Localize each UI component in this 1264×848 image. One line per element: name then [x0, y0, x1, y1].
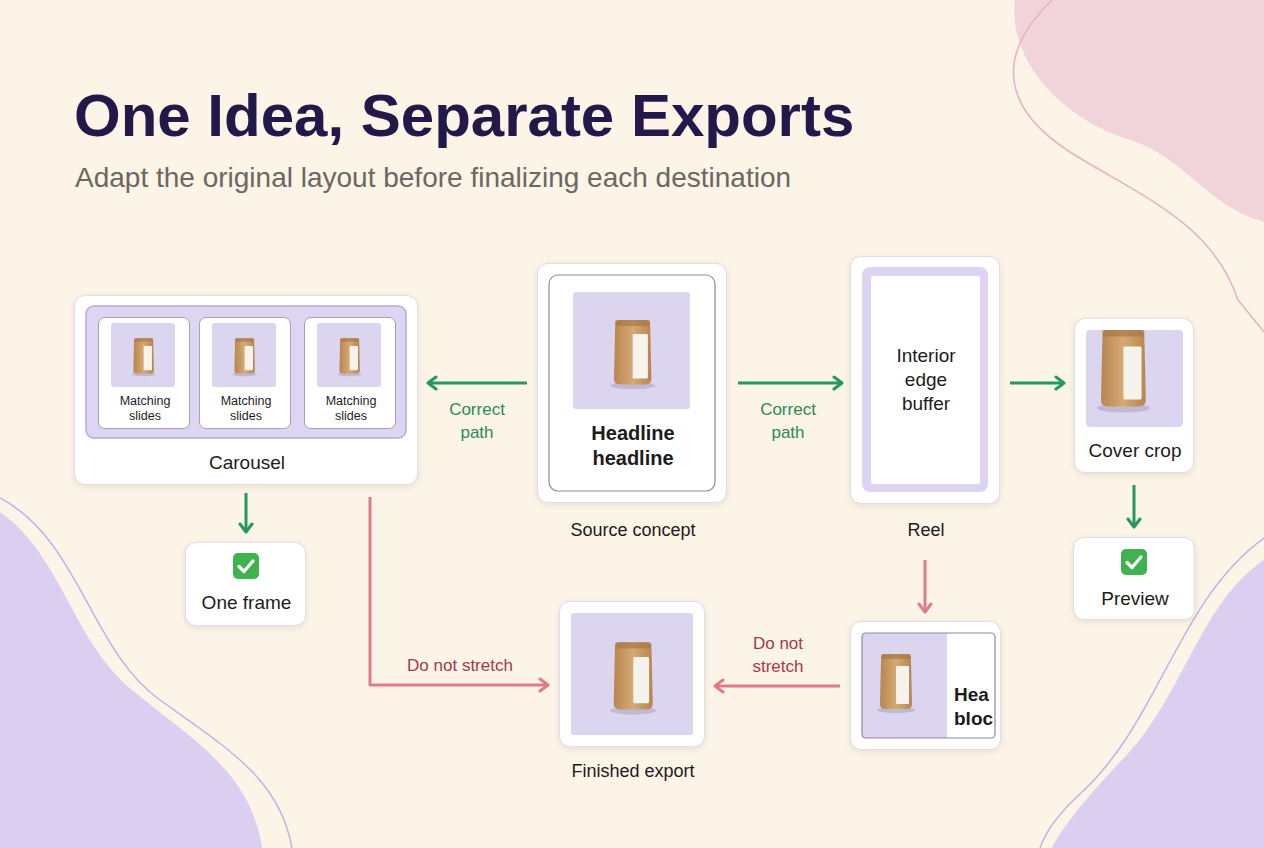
result-box: One frame: [185, 542, 306, 626]
reel-box: Interior edge bufferReel: [850, 256, 1000, 504]
result-box: Preview: [1073, 537, 1195, 620]
flow-arrow: [1010, 382, 1064, 385]
flow-arrow: [1133, 485, 1136, 527]
diagram-caption: Adapt the original layout before finaliz…: [75, 164, 791, 192]
source-box: Headline headlineSource concept: [537, 263, 727, 503]
node-label: Source concept: [528, 519, 738, 541]
node-label: Finished export: [538, 760, 728, 782]
node-label: Carousel: [75, 451, 419, 475]
edge-label: Correct path: [748, 398, 828, 444]
node-label: Cover crop: [1075, 439, 1195, 463]
flow-arrow: [245, 493, 248, 532]
flow-arrow: [715, 685, 840, 688]
node-label: Preview: [1074, 587, 1196, 611]
cover-box: Cover crop: [1074, 318, 1194, 473]
flow-arrow: [428, 382, 527, 385]
node-label: Reel: [851, 519, 1001, 541]
flow-arrow: [738, 382, 842, 385]
stretched-box: Hea bloc: [850, 621, 1001, 750]
diagram-title: One Idea, Separate Exports: [74, 86, 854, 146]
flow-arrow: [924, 560, 927, 612]
export-box: Finished export: [559, 601, 705, 747]
flow-arrow: [370, 497, 548, 685]
pink-blob: [1014, 0, 1264, 222]
node-label: Matching slides: [313, 394, 389, 424]
node-label: Matching slides: [107, 394, 183, 424]
node-label: Hea bloc: [954, 683, 1000, 731]
edge-label: Do not stretch: [375, 654, 545, 677]
node-label: One frame: [186, 591, 307, 615]
edge-label: Correct path: [437, 398, 517, 444]
node-label: Interior edge buffer: [881, 344, 971, 416]
slide-card: Matching slides: [304, 317, 396, 429]
node-label: Matching slides: [208, 394, 284, 424]
carousel-box: Carousel Matching slides Matching slides Ma…: [74, 295, 418, 485]
carousel-band: [86, 306, 406, 438]
slide-card: Matching slides: [98, 317, 190, 429]
node-label: Headline headline: [558, 421, 708, 471]
pink-curve: [1014, 0, 1264, 332]
lavender-curve: [1040, 538, 1264, 848]
edge-label: Do not stretch: [743, 632, 813, 678]
slide-card: Matching slides: [199, 317, 291, 429]
